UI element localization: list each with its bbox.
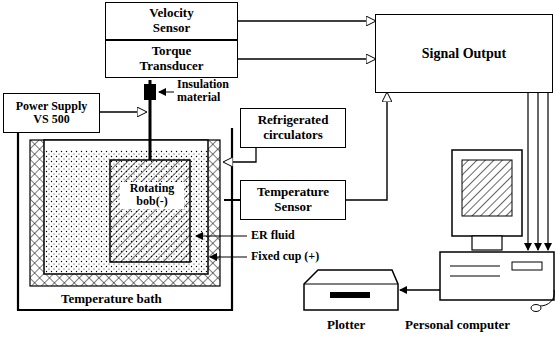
part-label: Temperature bath	[60, 292, 163, 307]
box-text: Velocity Sensor	[132, 6, 212, 35]
box-text: Power Supply	[16, 100, 87, 113]
part-label: Fixed cup (+)	[250, 250, 320, 263]
signal-arrow	[238, 20, 375, 21]
process-box: Torque Transducer	[105, 40, 238, 78]
process-box: Refrigerated circulators	[240, 108, 346, 148]
process-box: Signal Output	[375, 14, 553, 93]
box-text: Signal Output	[422, 46, 506, 62]
signal-arrow	[346, 93, 387, 200]
box-text: Torque Transducer	[127, 44, 217, 73]
device-label: Plotter	[326, 318, 366, 333]
box-text: VS 500	[33, 113, 69, 126]
part-label: Insulation material	[176, 78, 240, 105]
box-text: Temperature Sensor	[247, 185, 339, 214]
part-label: ER fluid	[250, 229, 296, 242]
signal-arrow	[238, 58, 375, 59]
process-box: Temperature Sensor	[240, 180, 346, 220]
process-box: Velocity Sensor	[105, 2, 238, 40]
part-label: Rotating bob(-)	[120, 182, 184, 209]
process-box: Power SupplyVS 500	[3, 93, 100, 133]
box-text: Refrigerated circulators	[247, 113, 339, 142]
device-label: Personal computer	[404, 318, 511, 333]
